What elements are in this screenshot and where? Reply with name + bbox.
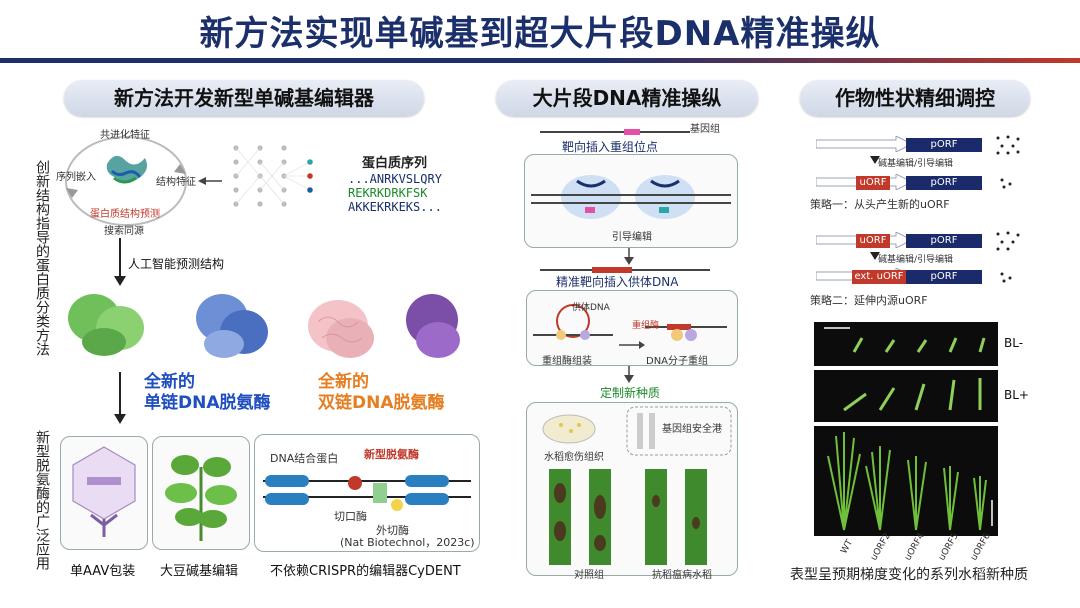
edit-label-2: 碱基编辑/引导编辑 xyxy=(878,255,954,265)
section-middle-title: 大片段DNA精准操纵 xyxy=(496,80,758,116)
ext-uorf-box: ext. uORF xyxy=(852,270,906,284)
panel-recombination xyxy=(526,290,738,366)
porf-box-3: pORF xyxy=(906,234,982,248)
cydent-exonuclease: 外切酶 xyxy=(376,524,409,537)
genome-label: 基因组 xyxy=(690,124,720,135)
panel-soybean xyxy=(152,436,250,550)
side-label-application: 新型脱氨酶的广泛应用 xyxy=(34,430,50,570)
step2-label: 精准靶向插入供体DNA xyxy=(556,275,679,289)
panel-prime-edit xyxy=(524,154,738,248)
arrow-step3 xyxy=(624,366,634,383)
ds-deaminase-line1: 全新的 xyxy=(318,372,369,392)
ss-deaminase-line2: 单链DNA脱氨酶 xyxy=(144,393,271,413)
arrow-edit-2 xyxy=(870,252,880,260)
arrow-to-applications xyxy=(114,372,126,424)
plant-label: uORF6 xyxy=(969,531,993,563)
protein-seq-title: 蛋白质序列 xyxy=(362,156,428,171)
protein-dots-many-1 xyxy=(996,135,1020,155)
ss-deaminase-line1: 全新的 xyxy=(144,372,195,392)
pink-protein-icon xyxy=(308,300,374,358)
app-soybean-label: 大豆碱基编辑 xyxy=(160,564,239,579)
prime-edit-diagram xyxy=(531,175,731,219)
plant-label: uORF2 xyxy=(869,531,893,563)
recombination-label: DNA分子重组 xyxy=(646,356,709,367)
uorf-box-1: uORF xyxy=(856,176,890,190)
cycle-coevolution: 共进化特征 xyxy=(100,130,150,141)
assembly-label: 重组酶组装 xyxy=(542,356,592,367)
protein-dots-many-2 xyxy=(996,231,1020,251)
germplasm-diagram xyxy=(542,406,732,565)
app-cydent-label: 不依赖CRISPR的编辑器CyDENT xyxy=(270,564,461,579)
cycle-struct-feature: 结构特征 xyxy=(156,177,196,188)
bl-minus-photo xyxy=(814,322,998,366)
page-title: 新方法实现单碱基到超大片段DNA精准操纵 xyxy=(199,14,881,54)
porf-box-4: pORF xyxy=(906,270,982,284)
uorf-box-2: uORF xyxy=(856,234,890,248)
control-label: 对照组 xyxy=(574,570,604,581)
recombination-diagram xyxy=(533,304,727,349)
section-left-title: 新方法开发新型单碱基编辑器 xyxy=(64,80,424,116)
aav-icon xyxy=(72,446,136,537)
side-label-classification: 创新结构指导的蛋白质分类方法 xyxy=(34,160,50,356)
cycle-homology-search: 搜索同源 xyxy=(104,226,144,237)
cydent-citation: (Nat Biotechnol，2023c) xyxy=(340,536,475,549)
right-caption: 表型呈预期梯度变化的系列水稻新种质 xyxy=(790,567,1028,583)
bl-plus-label: BL+ xyxy=(1004,388,1029,402)
strategy1-label: 策略一：从头产生新的uORF xyxy=(810,198,950,211)
plant-label: uORF4 xyxy=(903,531,927,563)
step3-label: 定制新种质 xyxy=(600,386,661,400)
arrow-to-cycle xyxy=(198,177,222,185)
panel-cydent xyxy=(254,434,480,552)
genome-line xyxy=(540,129,690,135)
app-aav-label: 单AAV包装 xyxy=(70,564,136,579)
porf-box-2: pORF xyxy=(906,176,982,190)
ai-predict-label: 人工智能预测结构 xyxy=(128,257,225,271)
plant-label: WT xyxy=(839,538,856,556)
donor-label: 供体DNA xyxy=(572,303,610,313)
prime-edit-label: 引导编辑 xyxy=(612,232,652,243)
cydent-nickase: 切口酶 xyxy=(334,510,367,523)
green-protein-icon xyxy=(68,294,144,356)
bl-minus-label: BL- xyxy=(1004,336,1024,350)
cydent-diagram xyxy=(263,475,471,511)
edit-label-1: 碱基编辑/引导编辑 xyxy=(878,159,954,169)
resistant-rice-label: 抗稻瘟病水稻 xyxy=(652,570,712,581)
arrow-edit-1 xyxy=(870,156,880,164)
protein-dots-few-1 xyxy=(1000,178,1012,189)
prediction-cycle-diagram xyxy=(65,136,187,226)
soybean-plant-icon xyxy=(165,455,237,541)
panel-new-germplasm xyxy=(526,402,738,576)
blue-protein-icon xyxy=(196,294,268,358)
promoter-arrow-1 xyxy=(816,136,914,152)
safe-harbor-label: 基因组安全港 xyxy=(662,424,722,435)
bl-plus-photo xyxy=(814,370,998,422)
cycle-structure-prediction: 蛋白质结构预测 xyxy=(90,209,160,220)
section-right-title: 作物性状精细调控 xyxy=(800,80,1030,116)
ds-deaminase-line2: 双链DNA脱氨酶 xyxy=(318,393,445,413)
porf-box-1: pORF xyxy=(906,138,982,152)
arrow-step2 xyxy=(624,248,634,265)
plant-label: uORF5 xyxy=(937,531,961,563)
rice-tissue-label: 水稻愈伤组织 xyxy=(544,452,604,463)
protein-structure-icon xyxy=(106,155,147,184)
protein-seq-block: ...ANRKVSLQRY REKRKDRKFSK AKKEKRKEKS... xyxy=(348,172,442,214)
plant-labels-row: WT uORF2 uORF4 uORF5 uORF6 xyxy=(832,532,1002,564)
protein-dots-few-2 xyxy=(1000,272,1012,283)
seq-line: ...ANRKVSLQRY xyxy=(348,172,442,186)
seq-line: AKKEKRKEKS... xyxy=(348,200,442,214)
purple-protein-icon xyxy=(406,294,460,358)
cydent-new-deaminase: 新型脱氨酶 xyxy=(364,448,419,461)
panel-aav xyxy=(60,436,148,550)
genome-line-2 xyxy=(540,267,710,273)
rice-plants-photo xyxy=(814,426,998,536)
strategy2-label: 策略二：延伸内源uORF xyxy=(810,294,928,307)
recombinase-label: 重组酶 xyxy=(632,321,660,331)
cycle-seq-embed: 序列嵌入 xyxy=(56,172,96,183)
title-underline xyxy=(0,58,1080,63)
seq-line: REKRKDRKFSK xyxy=(348,186,428,200)
step1-label: 靶向插入重组位点 xyxy=(562,140,659,154)
neural-network-icon xyxy=(233,145,313,207)
cydent-dna-binding: DNA结合蛋白 xyxy=(270,452,339,465)
arrow-ai-predict xyxy=(114,238,126,286)
